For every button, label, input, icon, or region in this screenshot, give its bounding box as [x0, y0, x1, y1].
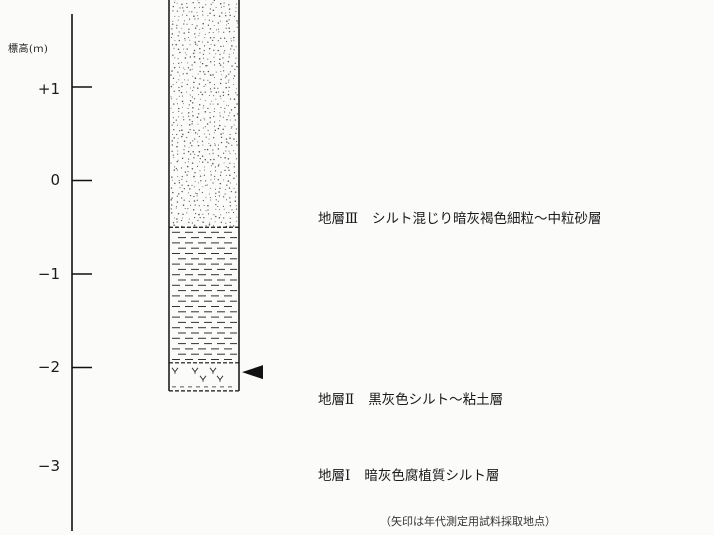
layer-I-fill [172, 368, 232, 387]
layer-II-fill [172, 232, 237, 359]
tick-label-minus3: −3 [10, 457, 60, 475]
axis-title: 標高(ｍ) [8, 40, 48, 55]
layer-III-fill [170, 0, 238, 228]
tick-label-plus1: +1 [10, 80, 60, 98]
layer-label-2: 地層Ⅱ 黒灰色シルト～粘土層 [318, 388, 503, 408]
layer-label-3: 地層Ⅲ シルト混じり暗灰褐色細粒～中粒砂層 [318, 207, 602, 227]
sample-arrow-icon [242, 365, 263, 379]
tick-label-minus1: −1 [10, 265, 60, 283]
layer-label-1: 地層Ⅰ 暗灰色腐植質シルト層 [318, 464, 499, 484]
layer-2-name: 地層Ⅱ [318, 388, 354, 408]
layer-3-name: 地層Ⅲ [318, 207, 358, 227]
arrow-note: （矢印は年代測定用試料採取地点） [380, 513, 556, 529]
layer-2-description: 黒灰色シルト～粘土層 [368, 392, 503, 408]
tick-label-minus2: −2 [10, 358, 60, 376]
layer-1-name: 地層Ⅰ [318, 464, 350, 484]
layer-3-description: シルト混じり暗灰褐色細粒～中粒砂層 [372, 211, 602, 227]
tick-label-0: 0 [10, 171, 60, 189]
layer-1-description: 暗灰色腐植質シルト層 [364, 468, 499, 484]
